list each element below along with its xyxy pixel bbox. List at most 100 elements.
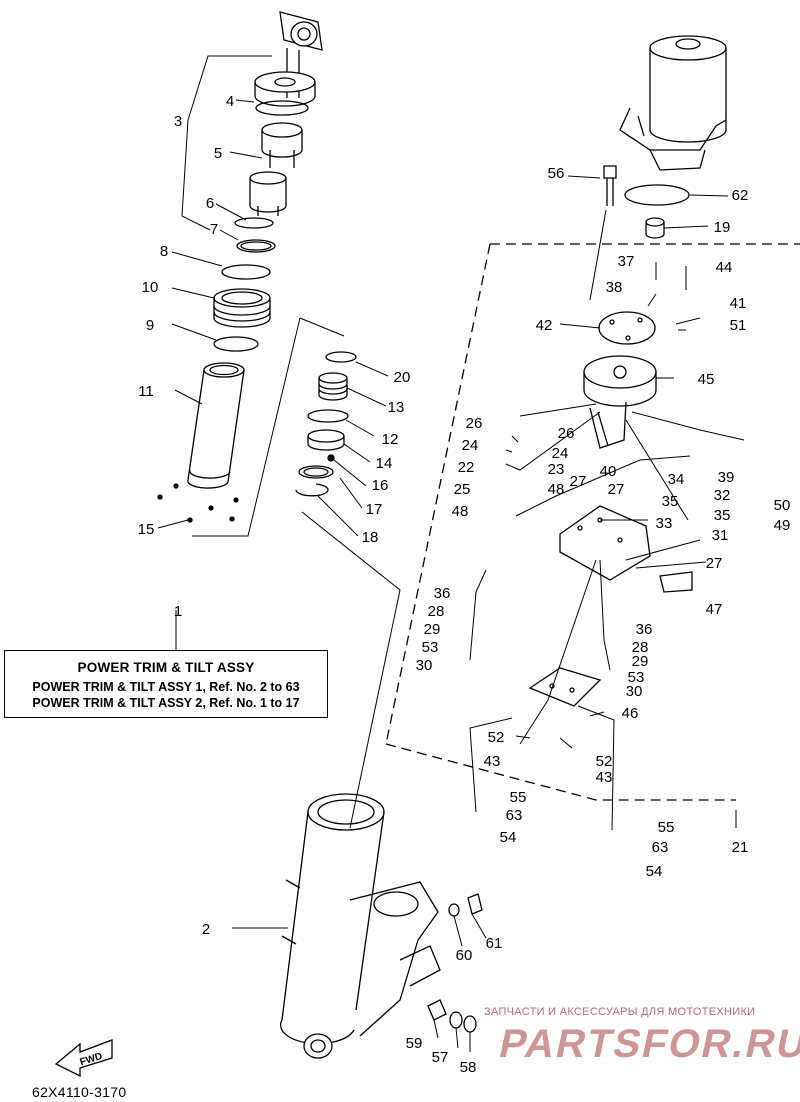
callout-15: 15 — [138, 521, 155, 538]
callout-53-left: 53 — [422, 639, 439, 656]
callout-7: 7 — [210, 221, 218, 238]
callout-8: 8 — [160, 243, 168, 260]
callout-22: 22 — [458, 459, 475, 476]
callout-40: 40 — [600, 463, 617, 480]
callout-62: 62 — [732, 187, 749, 204]
o-ring-6 — [234, 217, 274, 229]
circlip-18 — [295, 483, 329, 497]
callout-23: 23 — [548, 461, 565, 478]
callout-37: 37 — [618, 253, 635, 270]
callout-32: 32 — [714, 487, 731, 504]
callout-47: 47 — [706, 601, 723, 618]
callout-26-left: 26 — [466, 415, 483, 432]
watermark-text: ЗАПЧАСТИ И АКСЕССУАРЫ ДЛЯ МОТОТЕХНИКИ — [484, 1006, 756, 1018]
cylinder-housing-2 — [279, 793, 441, 1059]
tilt-rod-eye — [279, 11, 323, 51]
coupling-19 — [645, 217, 665, 239]
legend-assy-1: POWER TRIM & TILT ASSY 1, Ref. No. 2 to … — [32, 680, 300, 694]
callout-54-left: 54 — [500, 829, 517, 846]
callout-54-right: 54 — [646, 863, 663, 880]
rod-guide — [254, 71, 316, 107]
callout-20: 20 — [394, 369, 411, 386]
callout-11: 11 — [138, 383, 154, 400]
callout-36-left: 36 — [434, 585, 451, 602]
callout-5: 5 — [214, 145, 222, 162]
callout-25: 25 — [454, 481, 471, 498]
rod-seal-ring — [255, 100, 309, 116]
callout-16: 16 — [372, 477, 389, 494]
ball-16 — [327, 454, 335, 462]
backup-ring-7 — [236, 239, 276, 253]
callout-58: 58 — [460, 1059, 477, 1076]
catalog-code: 62X4110-3170 — [32, 1084, 127, 1100]
bushing-13 — [318, 372, 348, 401]
callout-21: 21 — [732, 839, 749, 856]
callout-28-right: 28 — [632, 639, 649, 656]
pump-assembly-boundary — [385, 243, 800, 801]
callout-29-left: 29 — [424, 621, 441, 638]
fwd-arrow-icon — [54, 1039, 113, 1078]
callout-27-a: 27 — [570, 473, 587, 490]
callout-42: 42 — [536, 317, 553, 334]
plug-61 — [467, 893, 483, 915]
callout-59: 59 — [406, 1035, 423, 1052]
callout-48-left: 48 — [452, 503, 469, 520]
callout-labels: 1 2 3 4 5 6 7 8 9 10 11 12 13 14 15 16 1… — [79, 93, 791, 1076]
valve-block-40 — [589, 401, 627, 449]
callout-35-a: 35 — [662, 493, 679, 510]
callout-52-right: 52 — [596, 753, 613, 770]
callout-31: 31 — [712, 527, 729, 544]
dowel-pins-15 — [157, 483, 239, 523]
callout-60: 60 — [456, 947, 473, 964]
callout-9: 9 — [146, 317, 154, 334]
callout-24-right: 24 — [552, 445, 569, 462]
o-ring-8 — [221, 264, 271, 280]
callout-30-right: 30 — [626, 683, 643, 700]
callout-39: 39 — [718, 469, 735, 486]
callout-28-left: 28 — [428, 603, 445, 620]
callout-63-left: 63 — [506, 807, 523, 824]
callout-27-c: 27 — [706, 555, 723, 572]
callout-12: 12 — [382, 431, 399, 448]
callout-27-b: 27 — [608, 481, 625, 498]
tilt-motor-56-62 — [619, 35, 727, 171]
callout-55-left: 55 — [510, 789, 527, 806]
callout-50: 50 — [774, 497, 791, 514]
callout-56: 56 — [548, 165, 565, 182]
callout-3: 3 — [174, 113, 182, 130]
callout-4: 4 — [226, 93, 234, 110]
callout-34: 34 — [668, 471, 685, 488]
callout-48-right: 48 — [548, 481, 565, 498]
callout-10: 10 — [142, 279, 159, 296]
seal-60 — [448, 903, 460, 917]
callout-30-left: 30 — [416, 657, 433, 674]
seal-14 — [307, 429, 345, 451]
callout-6: 6 — [206, 195, 214, 212]
o-ring-57 — [449, 1011, 463, 1029]
callout-38: 38 — [606, 279, 623, 296]
legend-assy-2: POWER TRIM & TILT ASSY 2, Ref. No. 1 to … — [32, 696, 300, 710]
tilt-cylinder-11 — [187, 362, 245, 489]
ring-12 — [307, 409, 349, 423]
leader-lines — [157, 55, 745, 1052]
callout-55-right: 55 — [658, 819, 675, 836]
o-ring-9 — [213, 336, 259, 352]
callout-1: 1 — [174, 603, 182, 620]
callout-61: 61 — [486, 935, 503, 952]
callout-35-b: 35 — [714, 507, 731, 524]
callout-24-left: 24 — [462, 437, 479, 454]
callout-43-right: 43 — [596, 769, 613, 786]
callout-49: 49 — [774, 517, 791, 534]
callout-26-right: 26 — [558, 425, 575, 442]
callout-33: 33 — [656, 515, 673, 532]
o-ring-20 — [325, 351, 357, 363]
plate-46 — [528, 667, 602, 707]
filter-47 — [659, 571, 693, 593]
callout-41: 41 — [730, 295, 747, 312]
callout-43-left: 43 — [484, 753, 501, 770]
legend-title: POWER TRIM & TILT ASSY — [77, 660, 255, 675]
ring-58 — [463, 1015, 477, 1033]
callout-14: 14 — [376, 455, 393, 472]
callout-53-right: 53 — [628, 669, 645, 686]
